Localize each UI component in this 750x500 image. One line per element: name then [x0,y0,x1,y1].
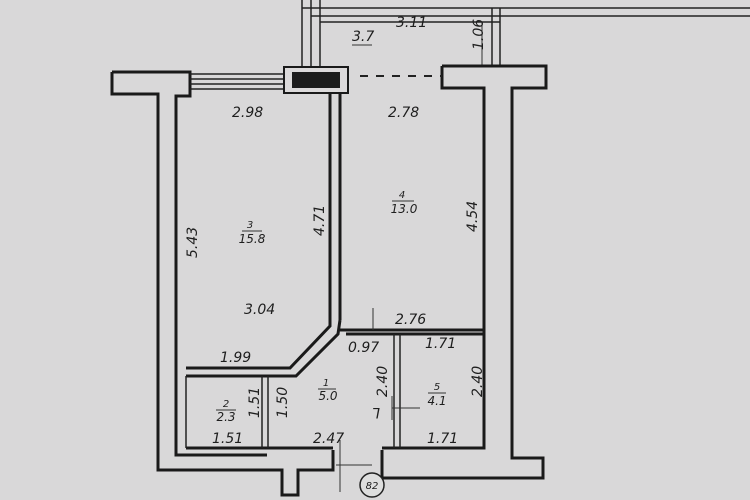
dim-room3-bottom: 3.04 [244,302,275,318]
dim-hall-top-right: 0.97 [348,340,379,356]
window-room3 [190,66,349,94]
dim-hall-top-left: 1.99 [220,350,251,366]
svg-text:2.3: 2.3 [216,410,235,424]
dim-room4-bottom: 2.76 [395,312,426,328]
room-labels: 3 15.8 4 13.0 1 5.0 2 2.3 5 4.1 L [216,190,447,424]
svg-text:2: 2 [223,399,229,410]
svg-text:13.0: 13.0 [391,202,418,216]
outer-walls [110,64,548,497]
svg-text:1: 1 [323,378,329,389]
svg-text:5: 5 [434,382,440,393]
dim-balcony-right: 1.06 [471,19,487,50]
room-1-label: 1 5.0 [318,378,338,403]
balcony [301,0,750,70]
dim-hall-left-height: 1.50 [275,387,291,418]
dim-balcony-top: 3.11 [396,15,427,31]
dim-wc5-right: 2.40 [470,366,486,397]
dim-hall-bottom: 2.47 [313,431,344,447]
dim-room4-right: 4.54 [465,201,481,232]
svg-text:4.1: 4.1 [427,394,446,408]
dim-hall-right-height: 2.40 [375,366,391,397]
dim-room4-top: 2.78 [388,105,419,121]
room-3-label: 3 15.8 [239,220,266,246]
dim-wc2-height: 1.51 [247,387,263,418]
partitions [185,92,484,492]
svg-text:4: 4 [399,190,405,201]
dim-room3-left: 5.43 [185,227,201,258]
svg-text:5.0: 5.0 [318,389,337,403]
room-2-label: 2 2.3 [216,399,236,424]
entrance-mark: L [372,404,380,420]
svg-text:15.8: 15.8 [239,232,266,246]
svg-text:3: 3 [247,220,253,231]
dimension-labels: 3.7 3.11 1.06 2.98 2.78 5.43 4.71 4.54 3… [185,15,487,447]
dim-balcony-left: 3.7 [352,29,374,45]
dim-wc5-top: 1.71 [425,336,456,352]
dim-room3-top: 2.98 [232,105,263,121]
room-4-label: 4 13.0 [391,190,418,216]
dim-wc2-bottom: 1.51 [212,431,243,447]
door-marker: 82 [359,472,385,498]
room-5-label: 5 4.1 [427,382,446,408]
dim-wc5-bottom: 1.71 [427,431,458,447]
svg-text:82: 82 [366,481,379,492]
dim-room3-right: 4.71 [312,205,328,236]
